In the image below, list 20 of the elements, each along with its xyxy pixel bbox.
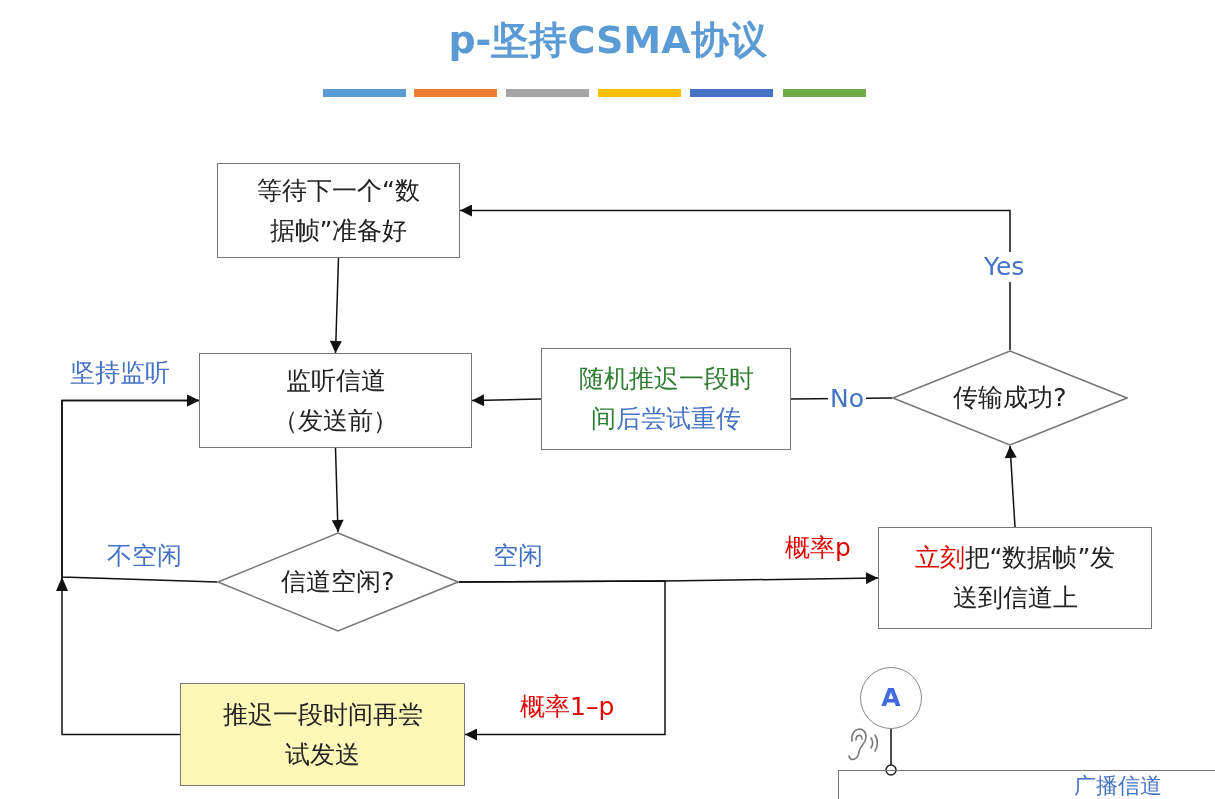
arrow bbox=[459, 204, 1011, 351]
decision-diamond: 信道空闲? bbox=[217, 532, 459, 632]
decision-diamond: 传输成功? bbox=[892, 350, 1128, 446]
arrow bbox=[458, 580, 666, 741]
process-box: 监听信道（发送前） bbox=[199, 353, 472, 448]
annotation-label: 坚持监听 bbox=[68, 358, 172, 388]
process-box: 立刻把“数据帧”发送到信道上 bbox=[878, 527, 1152, 629]
arrow bbox=[1004, 445, 1017, 528]
process-box: 随机推迟一段时间后尝试重传 bbox=[541, 348, 791, 450]
process-box: 推迟一段时间再尝试发送 bbox=[180, 683, 465, 786]
process-box: 等待下一个“数据帧”准备好 bbox=[217, 163, 460, 258]
arrow bbox=[471, 394, 542, 407]
arrow bbox=[331, 447, 344, 533]
arrow bbox=[329, 257, 342, 354]
connector-line bbox=[885, 728, 897, 776]
edge-label: 概率p bbox=[783, 533, 853, 563]
channel-bar: 广播信道 bbox=[838, 770, 1215, 799]
title: p-坚持CSMA协议 bbox=[447, 17, 768, 64]
arrow bbox=[56, 394, 200, 736]
station-circle: A bbox=[860, 667, 922, 729]
